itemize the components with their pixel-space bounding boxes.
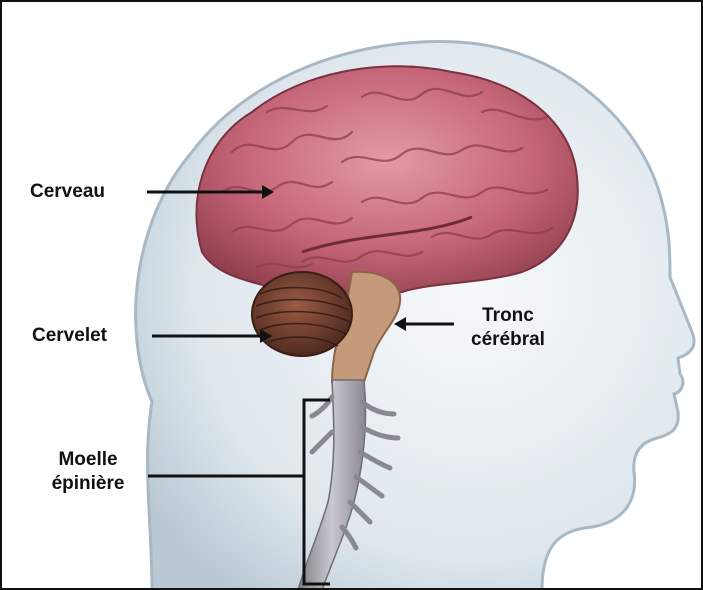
label-cerveau: Cerveau (30, 180, 105, 204)
label-moelle-line2: épinière (38, 472, 138, 496)
label-moelle-epiniere: Moelle épinière (38, 448, 138, 496)
label-tronc-line2: cérébral (458, 328, 558, 352)
label-moelle-line1: Moelle (38, 448, 138, 472)
label-tronc-cerebral: Tronc cérébral (458, 304, 558, 352)
label-cervelet: Cervelet (32, 324, 107, 348)
label-tronc-line1: Tronc (458, 304, 558, 328)
